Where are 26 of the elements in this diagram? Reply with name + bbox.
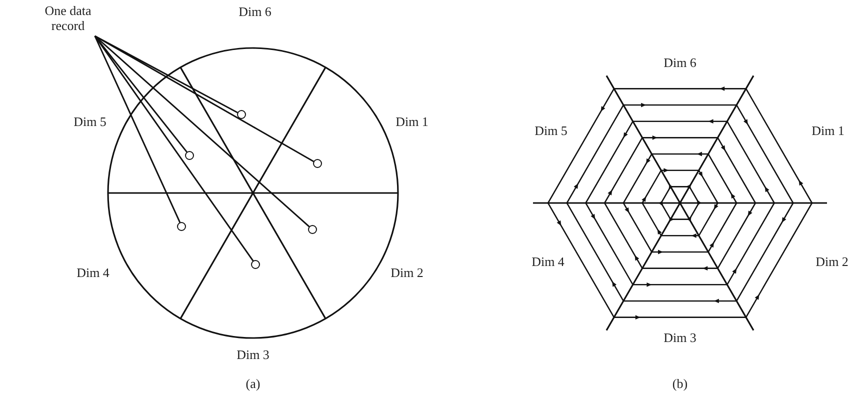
- axis-label: Dim 6: [238, 4, 272, 20]
- leader-line: [94, 35, 310, 228]
- data-point-marker: [308, 225, 317, 234]
- axis-label: Dim 5: [534, 123, 568, 139]
- leader-line: [94, 35, 238, 114]
- axis-label: Dim 2: [390, 265, 424, 281]
- data-point-marker: [185, 151, 194, 160]
- axis-label: Dim 1: [396, 114, 428, 130]
- axis-label: Dim 4: [76, 265, 110, 281]
- panel-label: (b): [672, 376, 688, 392]
- data-point-marker: [237, 110, 246, 119]
- data-point-marker: [177, 222, 186, 231]
- axis-label: Dim 4: [532, 254, 564, 270]
- callout-text: One data record: [44, 3, 92, 33]
- panel-label: (a): [246, 376, 260, 392]
- axis-label: Dim 3: [236, 347, 270, 363]
- axis-label: Dim 1: [812, 123, 844, 139]
- axis-label: Dim 2: [816, 254, 848, 270]
- axis-label: Dim 3: [664, 330, 696, 346]
- data-point-marker: [251, 260, 260, 269]
- leader-line: [94, 36, 181, 223]
- data-point-marker: [313, 159, 322, 168]
- leader-line: [94, 36, 254, 262]
- axis-label: Dim 6: [664, 55, 696, 71]
- axis-label: Dim 5: [74, 114, 106, 130]
- leader-line: [94, 35, 314, 162]
